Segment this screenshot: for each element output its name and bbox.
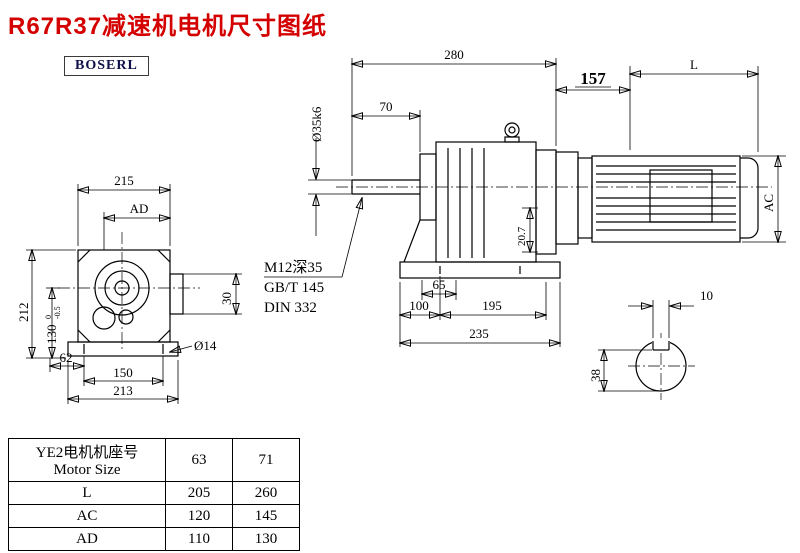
table-row: YE2电机机座号 Motor Size 63 71 — [8, 438, 300, 482]
dim-195: 195 — [440, 282, 546, 320]
output-shaft-circle — [114, 280, 130, 296]
page-title: R67R37减速机电机尺寸图纸 — [8, 13, 328, 40]
dim-212: 212 — [16, 250, 76, 358]
dim-213-label: 213 — [113, 383, 133, 398]
gearbox-rear-section — [535, 149, 557, 255]
note-standard-din: DIN 332 — [264, 300, 317, 316]
dim-212-label: 212 — [16, 303, 31, 323]
dim-foot-hole: Ø14 — [170, 338, 217, 353]
row-label-AC: AC — [8, 504, 166, 528]
dim-157: 157 — [556, 66, 630, 150]
value-AC-71: 145 — [232, 504, 300, 528]
mounting-base-side — [399, 261, 561, 279]
side-flange-front — [169, 273, 184, 315]
table-header-en: Motor Size — [53, 462, 121, 478]
dim-key-width: 10 — [628, 288, 713, 338]
dim-215: 215 — [78, 173, 170, 246]
motor-fins — [596, 165, 736, 231]
dim-130-tol-lower: -0.5 — [53, 306, 62, 319]
dim-30-label: 30 — [219, 292, 234, 305]
dim-key-width-label: 10 — [700, 288, 713, 303]
dim-62: 62 — [50, 350, 84, 372]
value-AD-63: 110 — [165, 527, 233, 551]
dim-motor-dia-label: AC — [761, 194, 776, 212]
table-col-71: 71 — [232, 438, 300, 482]
dim-ad-label: AD — [130, 201, 149, 216]
lifting-eyebolt — [504, 122, 520, 138]
lower-bore-right — [118, 309, 134, 325]
technical-drawing: 215 AD 212 130 — [16, 47, 786, 404]
dim-130-label: 130 — [44, 325, 59, 345]
dim-215-label: 215 — [114, 173, 134, 188]
dim-ad: AD — [104, 201, 170, 250]
output-bore-outer — [94, 260, 150, 316]
table-col-63: 63 — [165, 438, 233, 482]
keyway — [652, 341, 670, 351]
dim-213: 213 — [68, 360, 178, 404]
side-view: 280 70 Ø35k6 157 — [264, 47, 786, 347]
dim-70: 70 — [352, 99, 420, 152]
dim-235: 235 — [400, 282, 560, 347]
dim-key-depth: 38 — [588, 350, 661, 391]
brand-logo: BOSERL — [64, 56, 149, 76]
dim-62-label: 62 — [60, 350, 73, 365]
dim-shaft-dia: Ø35k6 — [308, 106, 352, 236]
output-bore-mid — [104, 270, 140, 306]
front-view: 215 AD 212 130 — [16, 173, 242, 404]
table-row: AD 110 130 — [8, 527, 300, 551]
table-header-cell: YE2电机机座号 Motor Size — [8, 438, 166, 482]
dim-150: 150 — [84, 356, 163, 386]
table-row: L 205 260 — [8, 481, 300, 505]
dim-30: 30 — [183, 274, 242, 314]
dim-130: 130 0 -0.5 — [44, 288, 62, 358]
dim-65: 65 — [422, 277, 456, 300]
value-AC-63: 120 — [165, 504, 233, 528]
dim-157-label: 157 — [580, 69, 606, 88]
motor-body — [591, 155, 741, 243]
dim-foot-hole-label: Ø14 — [194, 338, 217, 353]
dim-20-7: 20.7 — [516, 208, 538, 252]
motor-terminal-box — [649, 169, 713, 223]
dim-shaft-dia-label: Ø35k6 — [309, 106, 324, 142]
table-header-cn: YE2电机机座号 — [35, 445, 139, 461]
shaft-end-notes: M12深35 GB/T 145 DIN 332 — [264, 198, 362, 316]
motor-flange — [555, 151, 579, 245]
dim-motor-dia: AC — [742, 156, 786, 242]
row-label-L: L — [8, 481, 166, 505]
dim-key-depth-label: 38 — [588, 369, 603, 382]
dim-motor-length: L — [630, 57, 758, 152]
dim-motor-length-label: L — [690, 57, 698, 72]
dim-130-tol-upper: 0 — [44, 315, 53, 319]
shaft-section-view: 10 38 — [588, 288, 713, 400]
note-tapped-hole: M12深35 — [264, 259, 322, 276]
dim-65-label: 65 — [433, 277, 446, 292]
motor-size-table: YE2电机机座号 Motor Size 63 71 L 205 260 AC 1… — [8, 438, 300, 551]
gearbox-housing-front — [77, 249, 171, 343]
motor-adapter — [577, 157, 593, 239]
dim-150-label: 150 — [113, 365, 133, 380]
dim-70-label: 70 — [380, 99, 393, 114]
motor-fan-cowl — [740, 157, 759, 239]
dim-100-label: 100 — [409, 298, 429, 313]
dim-235-label: 235 — [469, 326, 489, 341]
value-L-71: 260 — [232, 481, 300, 505]
row-label-AD: AD — [8, 527, 166, 551]
value-L-63: 205 — [165, 481, 233, 505]
dim-20-7-label: 20.7 — [516, 226, 528, 246]
dim-195-label: 195 — [482, 298, 502, 313]
note-standard-gb: GB/T 145 — [264, 280, 324, 296]
dim-280-label: 280 — [444, 47, 464, 62]
value-AD-71: 130 — [232, 527, 300, 551]
dim-100: 100 — [400, 276, 440, 320]
lower-bore-left — [92, 306, 116, 330]
table-row: AC 120 145 — [8, 504, 300, 528]
